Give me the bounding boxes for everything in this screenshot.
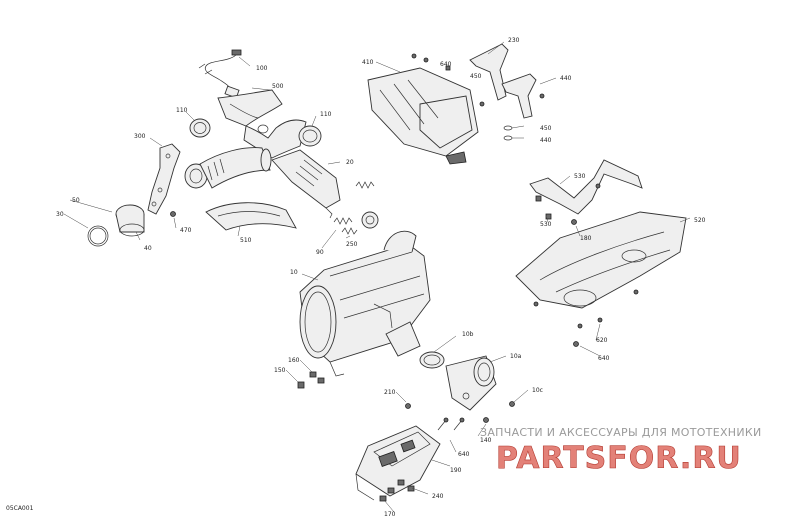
mount-bracket-190 xyxy=(355,425,441,501)
heat-shield-510 xyxy=(205,202,297,231)
bolt-210 xyxy=(405,403,411,409)
callout-300: 300 xyxy=(134,133,146,140)
exhaust-pipe-corrugated xyxy=(184,147,272,189)
diagram-code: 05CA001 xyxy=(6,505,34,512)
clamp-50 xyxy=(115,204,145,237)
callout-640-top: 640 xyxy=(440,61,452,68)
spring-90-a xyxy=(355,181,375,189)
callout-250: 250 xyxy=(346,241,358,248)
callout-640-bottom: 640 xyxy=(458,451,470,458)
callout-440-top: 440 xyxy=(560,75,572,82)
bracket-230 xyxy=(469,43,509,101)
callout-520: 520 xyxy=(694,217,706,224)
leader-lines xyxy=(63,41,691,513)
callout-170: 170 xyxy=(384,511,396,518)
callout-500: 500 xyxy=(272,83,284,90)
callout-150: 150 xyxy=(274,367,286,374)
watermark-caption: ЗАПЧАСТИ И АКСЕССУАРЫ ДЛЯ МОТОТЕХНИКИ xyxy=(480,426,762,439)
nut-160 xyxy=(309,371,325,384)
callout-240: 240 xyxy=(432,493,444,500)
fasteners-530-180 xyxy=(533,195,639,307)
screw-470 xyxy=(170,211,176,217)
callout-530-side: 530 xyxy=(540,221,552,228)
bracket-440 xyxy=(501,73,537,119)
oxygen-sensor xyxy=(198,49,242,99)
callout-410: 410 xyxy=(362,59,374,66)
callout-470: 470 xyxy=(180,227,192,234)
callout-640-right: 640 xyxy=(598,355,610,362)
bracket-300 xyxy=(147,143,181,215)
callout-510: 510 xyxy=(240,237,252,244)
gasket-250 xyxy=(361,211,379,229)
spring-250 xyxy=(341,227,358,235)
nuts-240 xyxy=(387,479,415,494)
callout-450-bottom: 450 xyxy=(540,125,552,132)
nut-170 xyxy=(379,495,387,502)
callout-110-left: 110 xyxy=(176,107,188,114)
spring-90-b xyxy=(333,217,353,225)
bracket-530 xyxy=(529,159,643,215)
callout-190: 190 xyxy=(450,467,462,474)
callout-210: 210 xyxy=(384,389,396,396)
heat-shield-520 xyxy=(515,211,687,309)
callout-labels: 100 500 110 110 300 20 50 30 40 470 510 … xyxy=(56,37,706,518)
callout-10c: 10c xyxy=(532,387,543,394)
callout-110-right: 110 xyxy=(320,111,332,118)
callout-100: 100 xyxy=(256,65,268,72)
callout-30: 30 xyxy=(56,211,64,218)
watermark-brand: PARTSFOR.RU xyxy=(496,441,742,476)
catalyst-pipe-20 xyxy=(271,149,341,219)
callout-40: 40 xyxy=(144,245,152,252)
callout-140: 140 xyxy=(480,437,492,444)
tail-pipe-10a xyxy=(445,355,497,411)
callout-440-bottom: 440 xyxy=(540,137,552,144)
bolt-150 xyxy=(297,381,305,389)
heat-shield-410 xyxy=(367,67,479,165)
outlet-pipe-10b xyxy=(385,321,445,369)
callout-180: 180 xyxy=(580,235,592,242)
clamp-110-left xyxy=(189,118,211,138)
bolt-640c xyxy=(437,417,465,431)
gasket-ring-30 xyxy=(87,225,109,247)
callout-10b: 10b xyxy=(462,331,474,338)
callout-530-top: 530 xyxy=(574,173,586,180)
callout-10a: 10a xyxy=(510,353,522,360)
callout-160: 160 xyxy=(288,357,300,364)
callout-620: 620 xyxy=(596,337,608,344)
screw-10c xyxy=(509,401,515,407)
fasteners-620-640 xyxy=(573,317,603,347)
callout-50: 50 xyxy=(72,197,80,204)
callout-450-top: 450 xyxy=(470,73,482,80)
watermark: ЗАПЧАСТИ И АКСЕССУАРЫ ДЛЯ МОТОТЕХНИКИ PA… xyxy=(480,426,762,476)
clamp-110-right xyxy=(298,125,322,147)
callout-10: 10 xyxy=(290,269,298,276)
callout-230: 230 xyxy=(508,37,520,44)
callout-20: 20 xyxy=(346,159,354,166)
screw-140 xyxy=(483,417,489,423)
callout-90: 90 xyxy=(316,249,324,256)
